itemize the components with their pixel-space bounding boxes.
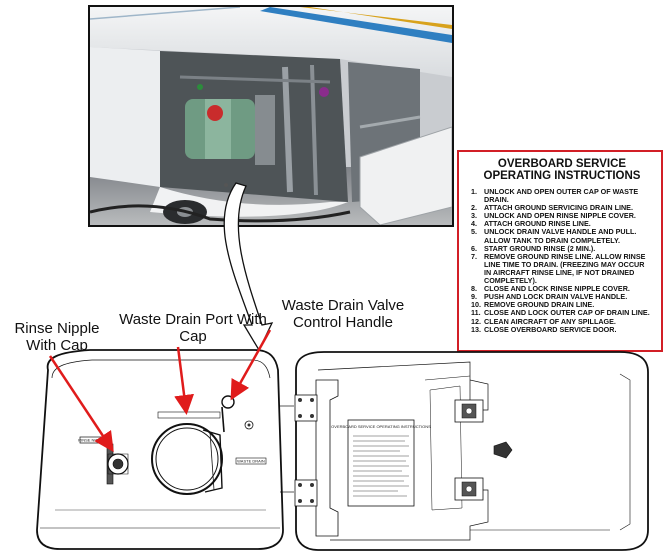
door-instructions-placard: OVERBOARD SERVICE OPERATING INSTRUCTIONS bbox=[331, 419, 431, 507]
rinse-nipple-label: Rinse Nipple With Cap bbox=[14, 320, 100, 354]
rinse-nipple-placard: RINSE NIPPLE bbox=[78, 438, 106, 443]
instruction-step: 1.UNLOCK AND OPEN OUTER CAP OF WASTE DRA… bbox=[471, 187, 639, 205]
instruction-step: 2.ATTACH GROUND SERVICING DRAIN LINE. bbox=[471, 203, 633, 213]
service-bay-illustration bbox=[90, 7, 452, 225]
door-latch-upper bbox=[454, 399, 484, 423]
waste-drain-valve-arrow bbox=[230, 329, 272, 401]
instruction-step: 5.UNLOCK DRAIN VALVE HANDLE AND PULL. AL… bbox=[471, 227, 637, 245]
instructions-list: 1.UNLOCK AND OPEN OUTER CAP OF WASTE DRA… bbox=[471, 187, 653, 334]
instruction-step: 13.CLOSE OVERBOARD SERVICE DOOR. bbox=[471, 324, 617, 334]
service-bay-photo bbox=[88, 5, 454, 227]
service-panels-drawing: RINSE NIPPLE WASTE DRAIN bbox=[36, 349, 649, 551]
instruction-step: 11.CLOSE AND LOCK OUTER CAP OF DRAIN LIN… bbox=[471, 308, 650, 318]
instruction-step: 4.ATTACH GROUND RINSE LINE. bbox=[471, 219, 591, 229]
instruction-step: 12.CLEAN AIRCRAFT OF ANY SPILLAGE. bbox=[471, 316, 616, 326]
instruction-step: 8.CLOSE AND LOCK RINSE NIPPLE COVER. bbox=[471, 284, 630, 294]
door-hinge-lower bbox=[294, 479, 318, 507]
instruction-step: 6.START GROUND RINSE (2 MIN.). bbox=[471, 243, 596, 253]
door-handle bbox=[493, 441, 513, 459]
instruction-step: 7.REMOVE GROUND RINSE LINE. ALLOW RINSE … bbox=[471, 251, 646, 286]
waste-drain-valve-label: Waste Drain Valve Control Handle bbox=[281, 297, 405, 331]
door-hinge-upper bbox=[294, 394, 318, 422]
operating-instructions-box: OVERBOARD SERVICE OPERATING INSTRUCTIONS… bbox=[457, 150, 663, 352]
waste-drain-port-arrow bbox=[174, 346, 195, 415]
instructions-title-line-1: OVERBOARD SERVICE bbox=[497, 158, 627, 170]
instructions-title-line-2: OPERATING INSTRUCTIONS bbox=[483, 170, 641, 182]
waste-drain-placard: WASTE DRAIN bbox=[237, 459, 265, 464]
instructions-title: OVERBOARD SERVICE OPERATING INSTRUCTIONS bbox=[471, 158, 653, 182]
door-latch-lower bbox=[454, 477, 484, 501]
waste-drain-port-label: Waste Drain Port With Cap bbox=[119, 311, 267, 345]
waste-drain-port: WASTE DRAIN bbox=[151, 411, 267, 495]
instruction-step: 3.UNLOCK AND OPEN RINSE NIPPLE COVER. bbox=[471, 211, 636, 221]
door-placard-title: OVERBOARD SERVICE OPERATING INSTRUCTIONS bbox=[331, 424, 431, 429]
instruction-step: 10.REMOVE GROUND DRAIN LINE. bbox=[471, 300, 595, 310]
instruction-step: 9.PUSH AND LOCK DRAIN VALVE HANDLE. bbox=[471, 292, 628, 302]
rinse-nipple-arrow bbox=[48, 355, 114, 453]
